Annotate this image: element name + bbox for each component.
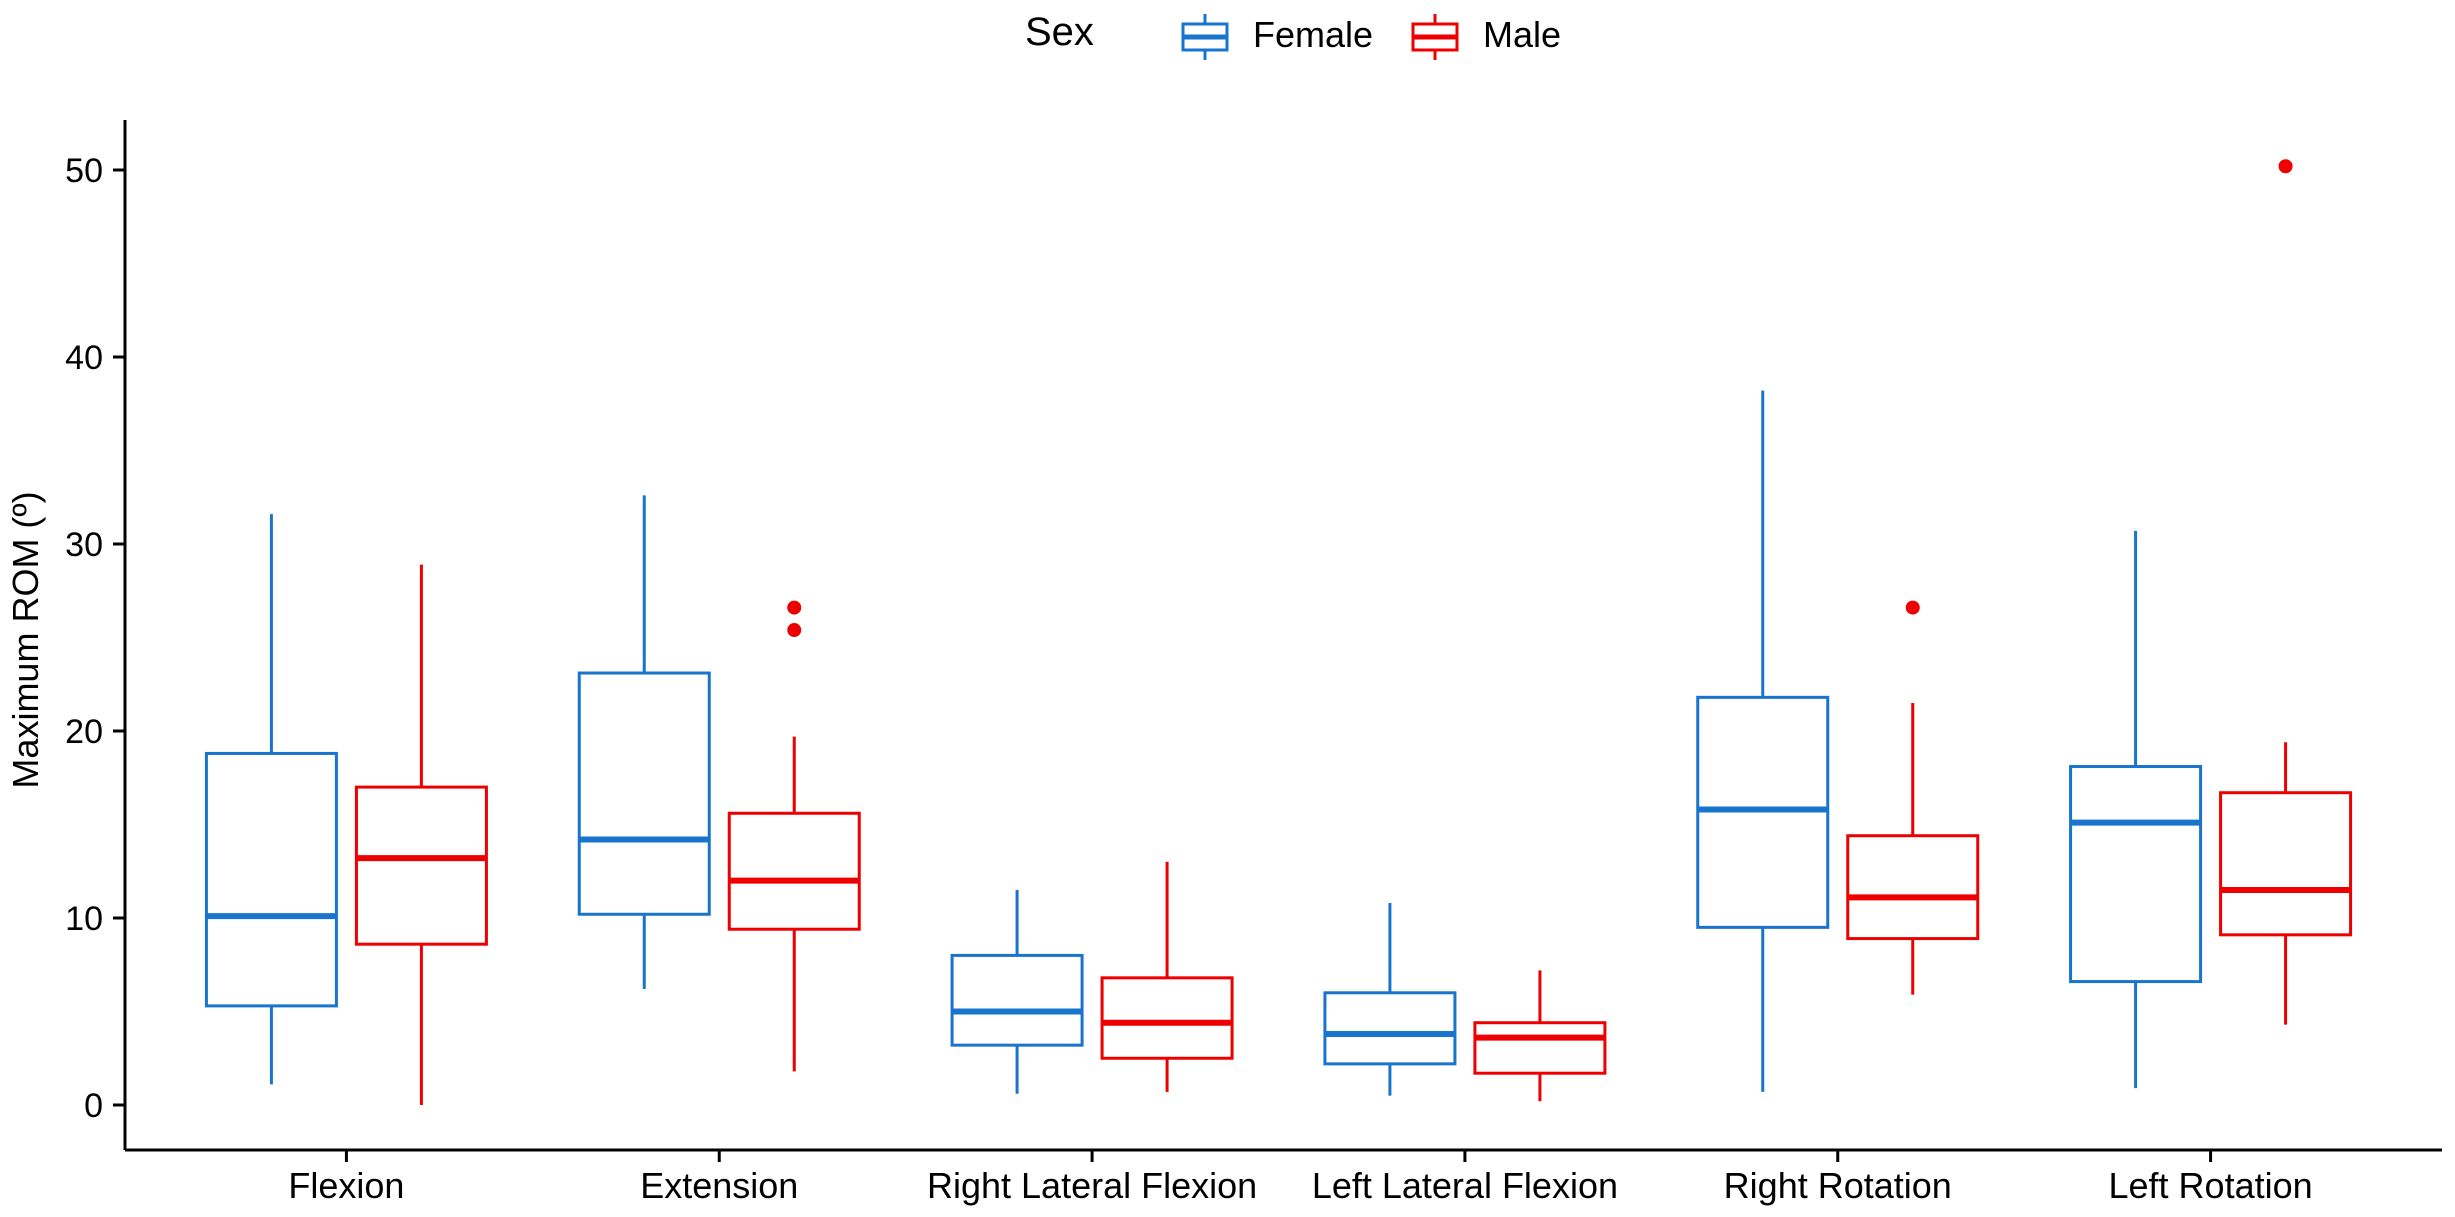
box-iqr <box>2219 791 2353 937</box>
legend: Sex Female Male <box>0 0 2455 70</box>
box-female-left-lateral-flexion <box>1323 903 1457 1096</box>
y-tick-label: 0 <box>84 1087 103 1125</box>
x-tick-label: Left Rotation <box>2109 1165 2313 1206</box>
legend-title: Sex <box>1025 10 1094 54</box>
box-female-flexion <box>204 514 338 1085</box>
box-female-right-lateral-flexion <box>950 889 1084 1094</box>
box-iqr <box>1323 991 1457 1066</box>
x-tick-label: Right Rotation <box>1724 1165 1952 1206</box>
y-tick-label: 40 <box>65 339 103 377</box>
box-male-extension <box>727 600 861 1072</box>
box-female-left-rotation <box>2069 530 2203 1089</box>
box-iqr <box>1100 976 1234 1060</box>
x-tick-label: Right Lateral Flexion <box>927 1165 1257 1206</box>
chart-marks <box>204 159 2353 1105</box>
box-iqr <box>354 785 488 946</box>
outlier-point <box>1905 600 1920 615</box>
outlier-point <box>787 623 802 638</box>
box-female-right-rotation <box>1696 390 1830 1092</box>
box-iqr <box>1473 1021 1607 1075</box>
x-tick-label: Extension <box>640 1165 798 1206</box>
legend-label-female: Female <box>1253 14 1374 55</box>
x-tick-label: Flexion <box>288 1165 404 1206</box>
box-male-right-rotation <box>1846 600 1980 995</box>
box-iqr <box>577 671 711 916</box>
legend-key-male-icon <box>1411 14 1459 60</box>
legend-label-male: Male <box>1483 14 1562 55</box>
y-tick-label: 20 <box>65 713 103 751</box>
box-iqr <box>950 953 1084 1047</box>
box-iqr <box>2069 765 2203 984</box>
legend-key-female-icon <box>1181 14 1229 60</box>
y-tick-label: 30 <box>65 526 103 564</box>
box-male-left-rotation <box>2219 159 2353 1025</box>
box-iqr <box>727 811 861 931</box>
box-female-extension <box>577 495 711 990</box>
box-iqr <box>204 751 338 1008</box>
box-iqr <box>1846 834 1980 941</box>
box-male-left-lateral-flexion <box>1473 970 1607 1102</box>
outlier-point <box>787 600 802 615</box>
box-male-right-lateral-flexion <box>1100 861 1234 1092</box>
y-tick-label: 50 <box>65 152 103 190</box>
y-tick-label: 10 <box>65 900 103 938</box>
x-tick-label: Left Lateral Flexion <box>1312 1165 1618 1206</box>
box-male-flexion <box>354 564 488 1105</box>
outlier-point <box>2278 159 2293 174</box>
